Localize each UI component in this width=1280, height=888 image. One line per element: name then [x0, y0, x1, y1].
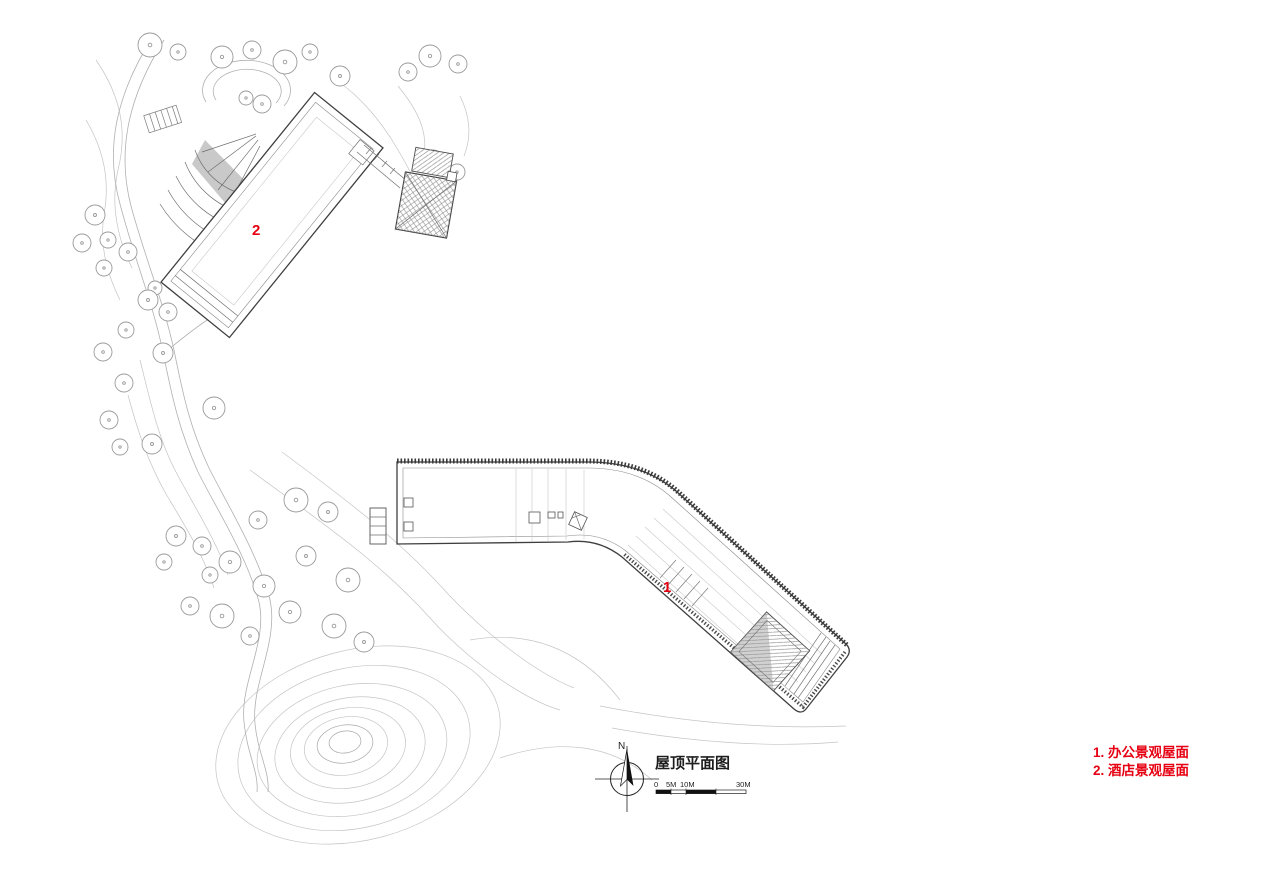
legend-item-office: 1. 办公景观屋面	[1093, 745, 1190, 760]
plan-title: 屋顶平面图	[655, 755, 730, 772]
scale-0: 0	[654, 780, 658, 789]
tree-center-dot	[107, 418, 111, 422]
tree-center-dot	[260, 102, 264, 106]
scale-10m: 10M	[680, 780, 695, 789]
north-arrow-icon: N	[595, 741, 659, 812]
tree-center-dot	[102, 266, 106, 270]
scale-5m: 5M	[666, 780, 676, 789]
tree-center-dot	[331, 623, 337, 629]
tree-center-dot	[282, 59, 288, 65]
terrain-contours	[85, 59, 847, 845]
tree-center-dot	[161, 351, 165, 355]
tree-center-dot	[219, 54, 225, 60]
tree-center-dot	[406, 70, 410, 74]
tree-center-dot	[80, 241, 84, 245]
tree-center-dot	[227, 559, 233, 565]
tree-center-dot	[118, 445, 122, 449]
tree-center-dot	[362, 640, 366, 644]
tree-center-dot	[248, 634, 252, 638]
stair-mark	[143, 104, 183, 134]
office-label: 1	[663, 579, 671, 596]
office-building	[369, 458, 850, 713]
tree-center-dot	[338, 74, 342, 78]
tree-center-dot	[124, 328, 128, 332]
pavilion-building	[394, 146, 458, 239]
tree-center-dot	[162, 560, 166, 564]
tree-center-dot	[150, 442, 154, 446]
tree-center-dot	[256, 518, 260, 522]
loop-driveway	[202, 59, 291, 107]
site-road	[112, 37, 273, 793]
tree-center-dot	[101, 350, 105, 354]
tree-center-dot	[126, 250, 130, 254]
scale-bar: 0 5M 10M 30M	[654, 780, 751, 795]
bridge-path	[356, 144, 408, 189]
tree-center-dot	[208, 573, 212, 577]
tree-center-dot	[456, 62, 460, 66]
tree-center-dot	[219, 613, 225, 619]
legend: 1. 办公景观屋面 2. 酒店景观屋面	[1093, 744, 1189, 780]
legend-item-hotel: 2. 酒店景观屋面	[1093, 762, 1190, 778]
trees-group	[72, 32, 468, 653]
scale-30m: 30M	[736, 780, 751, 789]
tree-center-dot	[93, 213, 97, 217]
tree-center-dot	[188, 604, 192, 608]
tree-center-dot	[122, 381, 126, 385]
tree-center-dot	[174, 534, 178, 538]
tree-center-dot	[106, 238, 110, 242]
tree-center-dot	[147, 42, 153, 48]
tree-center-dot	[146, 298, 150, 302]
tree-center-dot	[308, 50, 312, 54]
skylight	[729, 611, 811, 692]
tree-center-dot	[176, 50, 180, 54]
tree-center-dot	[211, 405, 217, 411]
tree-center-dot	[326, 510, 330, 514]
tree-center-dot	[304, 554, 308, 558]
tree-center-dot	[244, 96, 248, 100]
hotel-building	[160, 91, 384, 339]
tree-center-dot	[261, 583, 267, 589]
north-letter: N	[618, 741, 625, 752]
tree-center-dot	[250, 48, 254, 52]
tree-center-dot	[293, 497, 299, 503]
tree-center-dot	[200, 544, 204, 548]
tree-center-dot	[287, 609, 293, 615]
hotel-label: 2	[252, 222, 260, 239]
tree-center-dot	[153, 286, 157, 290]
tree-center-dot	[166, 310, 170, 314]
tree-center-dot	[345, 577, 351, 583]
tree-center-dot	[427, 53, 433, 59]
